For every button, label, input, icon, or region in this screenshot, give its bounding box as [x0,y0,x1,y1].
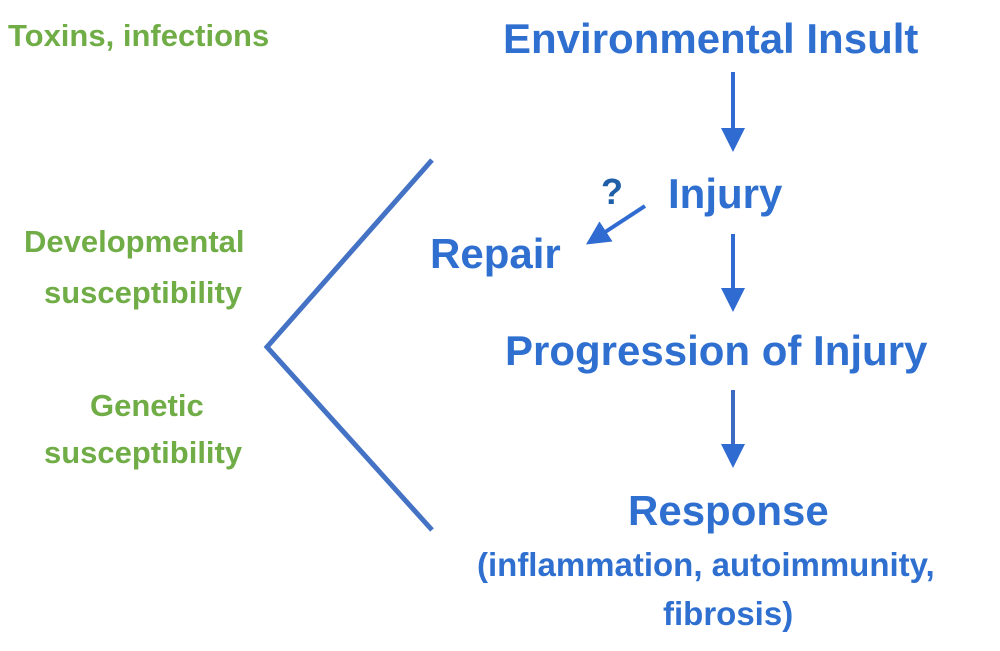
progression-label: Progression of Injury [505,327,928,374]
genetic-label-line2: susceptibility [44,435,243,470]
response-detail-line2: fibrosis) [663,595,794,632]
bracket-line [263,158,434,532]
repair-label: Repair [430,230,561,277]
toxins-label: Toxins, infections [8,18,270,53]
arrow-injury-to-repair [585,204,647,245]
injury-label: Injury [668,170,783,217]
response-label: Response [628,487,829,534]
developmental-label-line2: susceptibility [44,275,243,310]
response-detail-line1: (inflammation, autoimmunity, [477,546,935,583]
question-mark-label: ? [601,171,623,212]
developmental-label-line1: Developmental [24,224,245,259]
environmental-insult-label: Environmental Insult [503,15,919,62]
genetic-label-line1: Genetic [90,388,204,423]
